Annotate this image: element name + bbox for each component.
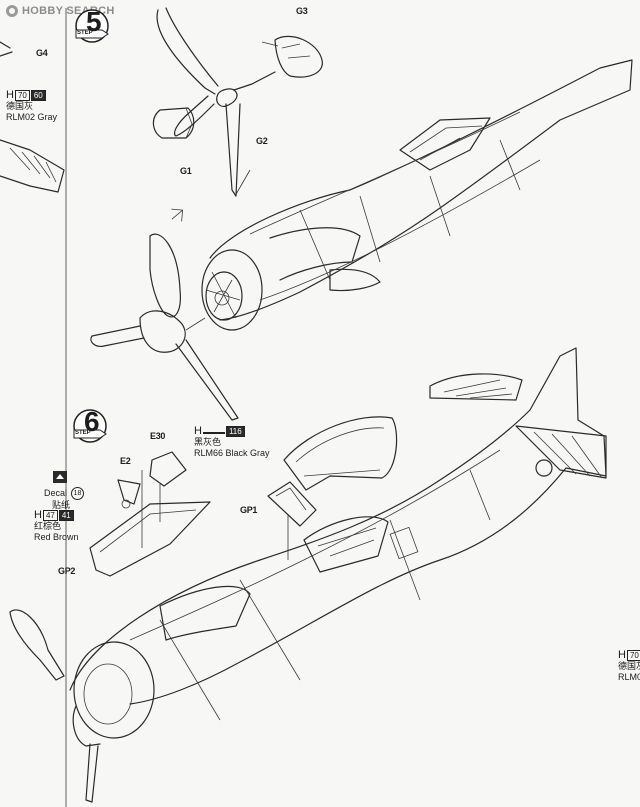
decal-callout: Decal 18 贴纸 [44,470,85,511]
paint-callout-right-cut: H70 德国灰 RLM0 [618,650,640,683]
part-label-gp1: GP1 [240,505,258,515]
part-label-gp2: GP2 [58,566,76,576]
paint-jp-name: 德国灰 [6,101,34,111]
step6-label: STEP [75,430,91,436]
paint-code: 70 [14,90,30,101]
paint-name: Red Brown [34,532,79,542]
decal-jp-label: 贴纸 [52,500,71,510]
step5-number: 5 [86,6,102,37]
part-label-g3: G3 [296,6,308,16]
paint-h-label: H [34,509,42,521]
paint-h-label: H [618,650,626,661]
step5-installed-propeller [90,233,239,421]
paint-name: RLM66 Black Gray [194,448,270,458]
step6-number: 6 [84,406,100,437]
paint-h-label: H [194,425,202,437]
paint-code: 70 [626,650,640,661]
part-label-e30: E30 [150,431,166,441]
part-label-g4: G4 [36,48,48,58]
step6-badge: 6 STEP [70,406,107,443]
paint-h-label: H [6,89,14,101]
step5-label: STEP [77,30,93,36]
step5-propeller-assembly [152,7,323,222]
part-label-e2: E2 [120,456,131,466]
paint-name: RLM02 Gray [6,112,58,122]
step6-fuselage [9,347,607,803]
step6-canopy-parts [89,416,398,577]
left-wing-fragment [0,8,67,807]
step5-fuselage [201,59,633,331]
step5-badge: 5 STEP [72,6,109,43]
decal-number: 18 [71,487,85,500]
paint-code: 116 [225,426,245,437]
decal-icon [53,471,67,483]
decal-label: Decal [44,488,68,498]
part-label-g1: G1 [180,166,192,176]
paint-code: 47 [42,510,58,521]
paint-jp-name: 德国灰 [618,661,640,671]
part-label-g2: G2 [256,136,268,146]
paint-callout-rlm66: H 116 黑灰色 RLM66 Black Gray [194,426,270,459]
paint-jp-name: 红棕色 [34,521,62,531]
hobby-search-logo-icon [6,5,18,17]
paint-name: RLM0 [618,672,640,682]
paint-code: 41 [58,510,74,521]
paint-code: 60 [30,90,46,101]
paint-jp-name: 黑灰色 [194,437,222,447]
